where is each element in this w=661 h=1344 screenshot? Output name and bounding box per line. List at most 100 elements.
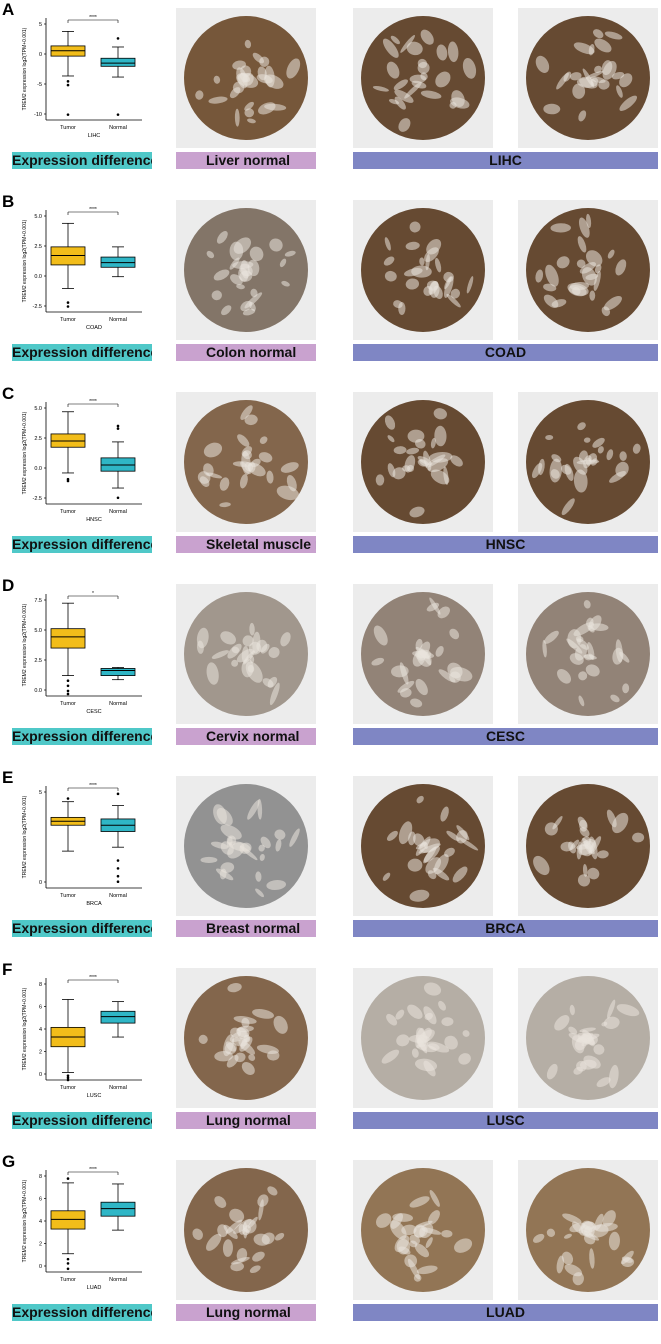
stroma-patch — [247, 118, 256, 124]
normal-box — [100, 1010, 136, 1024]
stroma-patch — [214, 1196, 227, 1208]
tumor-tissue-image-2 — [518, 584, 658, 724]
stroma-patch — [594, 38, 612, 53]
outlier-point — [116, 867, 120, 870]
stroma-patch — [422, 1027, 432, 1039]
stroma-patch — [409, 506, 425, 518]
stroma-patch — [446, 293, 461, 308]
y-axis-label: TREM2 expression log2(TPM+0.001) — [22, 27, 28, 110]
normal-tissue-image — [176, 1160, 316, 1300]
outlier-point — [116, 113, 120, 116]
stroma-patch — [611, 812, 629, 834]
group-label: Tumor — [60, 893, 76, 899]
significance-label: * — [92, 591, 94, 597]
stroma-patch — [394, 96, 406, 110]
y-tick-label: 0 — [39, 880, 42, 886]
stroma-patch — [252, 1251, 265, 1262]
stroma-patch — [535, 269, 544, 283]
tumor-tissue-image-1 — [353, 584, 493, 724]
stroma-patch — [252, 1008, 274, 1019]
tissue-core-image — [526, 592, 650, 716]
stroma-patch — [545, 434, 554, 441]
panel-letter: B — [2, 192, 15, 211]
stroma-patch — [606, 449, 614, 461]
stroma-patch — [266, 470, 274, 484]
stroma-patch — [607, 999, 616, 1019]
normal-box — [100, 57, 136, 67]
stroma-patch — [234, 1052, 246, 1063]
stroma-patch — [206, 662, 219, 685]
stroma-patch — [269, 238, 283, 252]
tissue-core-image — [184, 1168, 308, 1292]
stroma-patch — [583, 437, 591, 443]
tumor-tissue-image-1 — [353, 8, 493, 148]
stroma-patch — [533, 1233, 545, 1243]
y-tick-label: 2.5 — [34, 244, 42, 250]
stroma-patch — [240, 405, 253, 420]
tissue-core-image — [361, 400, 485, 524]
significance-label: **** — [89, 1167, 97, 1173]
group-label: Tumor — [60, 317, 76, 323]
stroma-patch — [437, 606, 450, 619]
stroma-patch — [615, 461, 629, 477]
outlier-point — [116, 880, 120, 884]
stroma-patch — [388, 99, 400, 105]
stroma-patch — [384, 415, 396, 430]
normal-tissue-image — [176, 776, 316, 916]
stroma-patch — [429, 597, 441, 615]
stroma-patch — [419, 257, 425, 266]
stroma-patch — [583, 654, 597, 660]
tissue-core-image — [184, 16, 308, 140]
stroma-patch — [589, 290, 596, 301]
y-tick-label: 2 — [39, 1242, 42, 1248]
stroma-patch — [373, 625, 388, 646]
stroma-patch — [429, 1190, 440, 1207]
stroma-patch — [425, 1237, 433, 1249]
tissue-core-image — [361, 208, 485, 332]
outlier-point — [66, 692, 70, 696]
y-axis-label: TREM2 expression log2(TPM+0.001) — [22, 795, 28, 878]
tumor-tissue-image-1 — [353, 200, 493, 340]
stroma-patch — [384, 237, 391, 251]
stroma-patch — [576, 841, 583, 860]
stroma-patch — [576, 78, 594, 88]
stroma-patch — [563, 1233, 572, 1239]
tissue-core-image — [526, 784, 650, 908]
stroma-patch — [274, 1232, 285, 1241]
stroma-patch — [581, 1230, 600, 1241]
outlier-point — [66, 113, 70, 116]
stroma-patch — [198, 1034, 208, 1044]
panel-letter: A — [2, 0, 15, 19]
stroma-patch — [275, 839, 282, 852]
outlier-point — [66, 305, 70, 308]
group-label: Normal — [109, 1085, 127, 1091]
stroma-patch — [196, 640, 204, 654]
stroma-patch — [234, 108, 240, 127]
stroma-patch — [390, 35, 400, 45]
stroma-patch — [450, 97, 470, 109]
stroma-patch — [232, 81, 245, 94]
stroma-patch — [229, 1208, 245, 1223]
stroma-patch — [405, 241, 420, 250]
stroma-patch — [466, 276, 474, 294]
stroma-patch — [561, 1251, 574, 1265]
group-label: Normal — [109, 317, 127, 323]
normal-tissue-label: Cervix normal — [176, 728, 316, 745]
stroma-patch — [619, 95, 638, 111]
stroma-patch — [404, 1254, 418, 1268]
stroma-patch — [239, 474, 248, 489]
stroma-patch — [434, 425, 447, 447]
stroma-patch — [436, 44, 448, 61]
stroma-patch — [577, 422, 586, 431]
stroma-patch — [579, 827, 590, 837]
stroma-patch — [386, 61, 400, 79]
tissue-core-image — [361, 16, 485, 140]
stroma-patch — [195, 90, 204, 100]
stroma-patch — [462, 1030, 470, 1037]
stroma-patch — [602, 1210, 616, 1227]
tumor-tissue-image-2 — [518, 1160, 658, 1300]
stroma-patch — [241, 646, 249, 664]
stroma-patch — [219, 502, 231, 508]
